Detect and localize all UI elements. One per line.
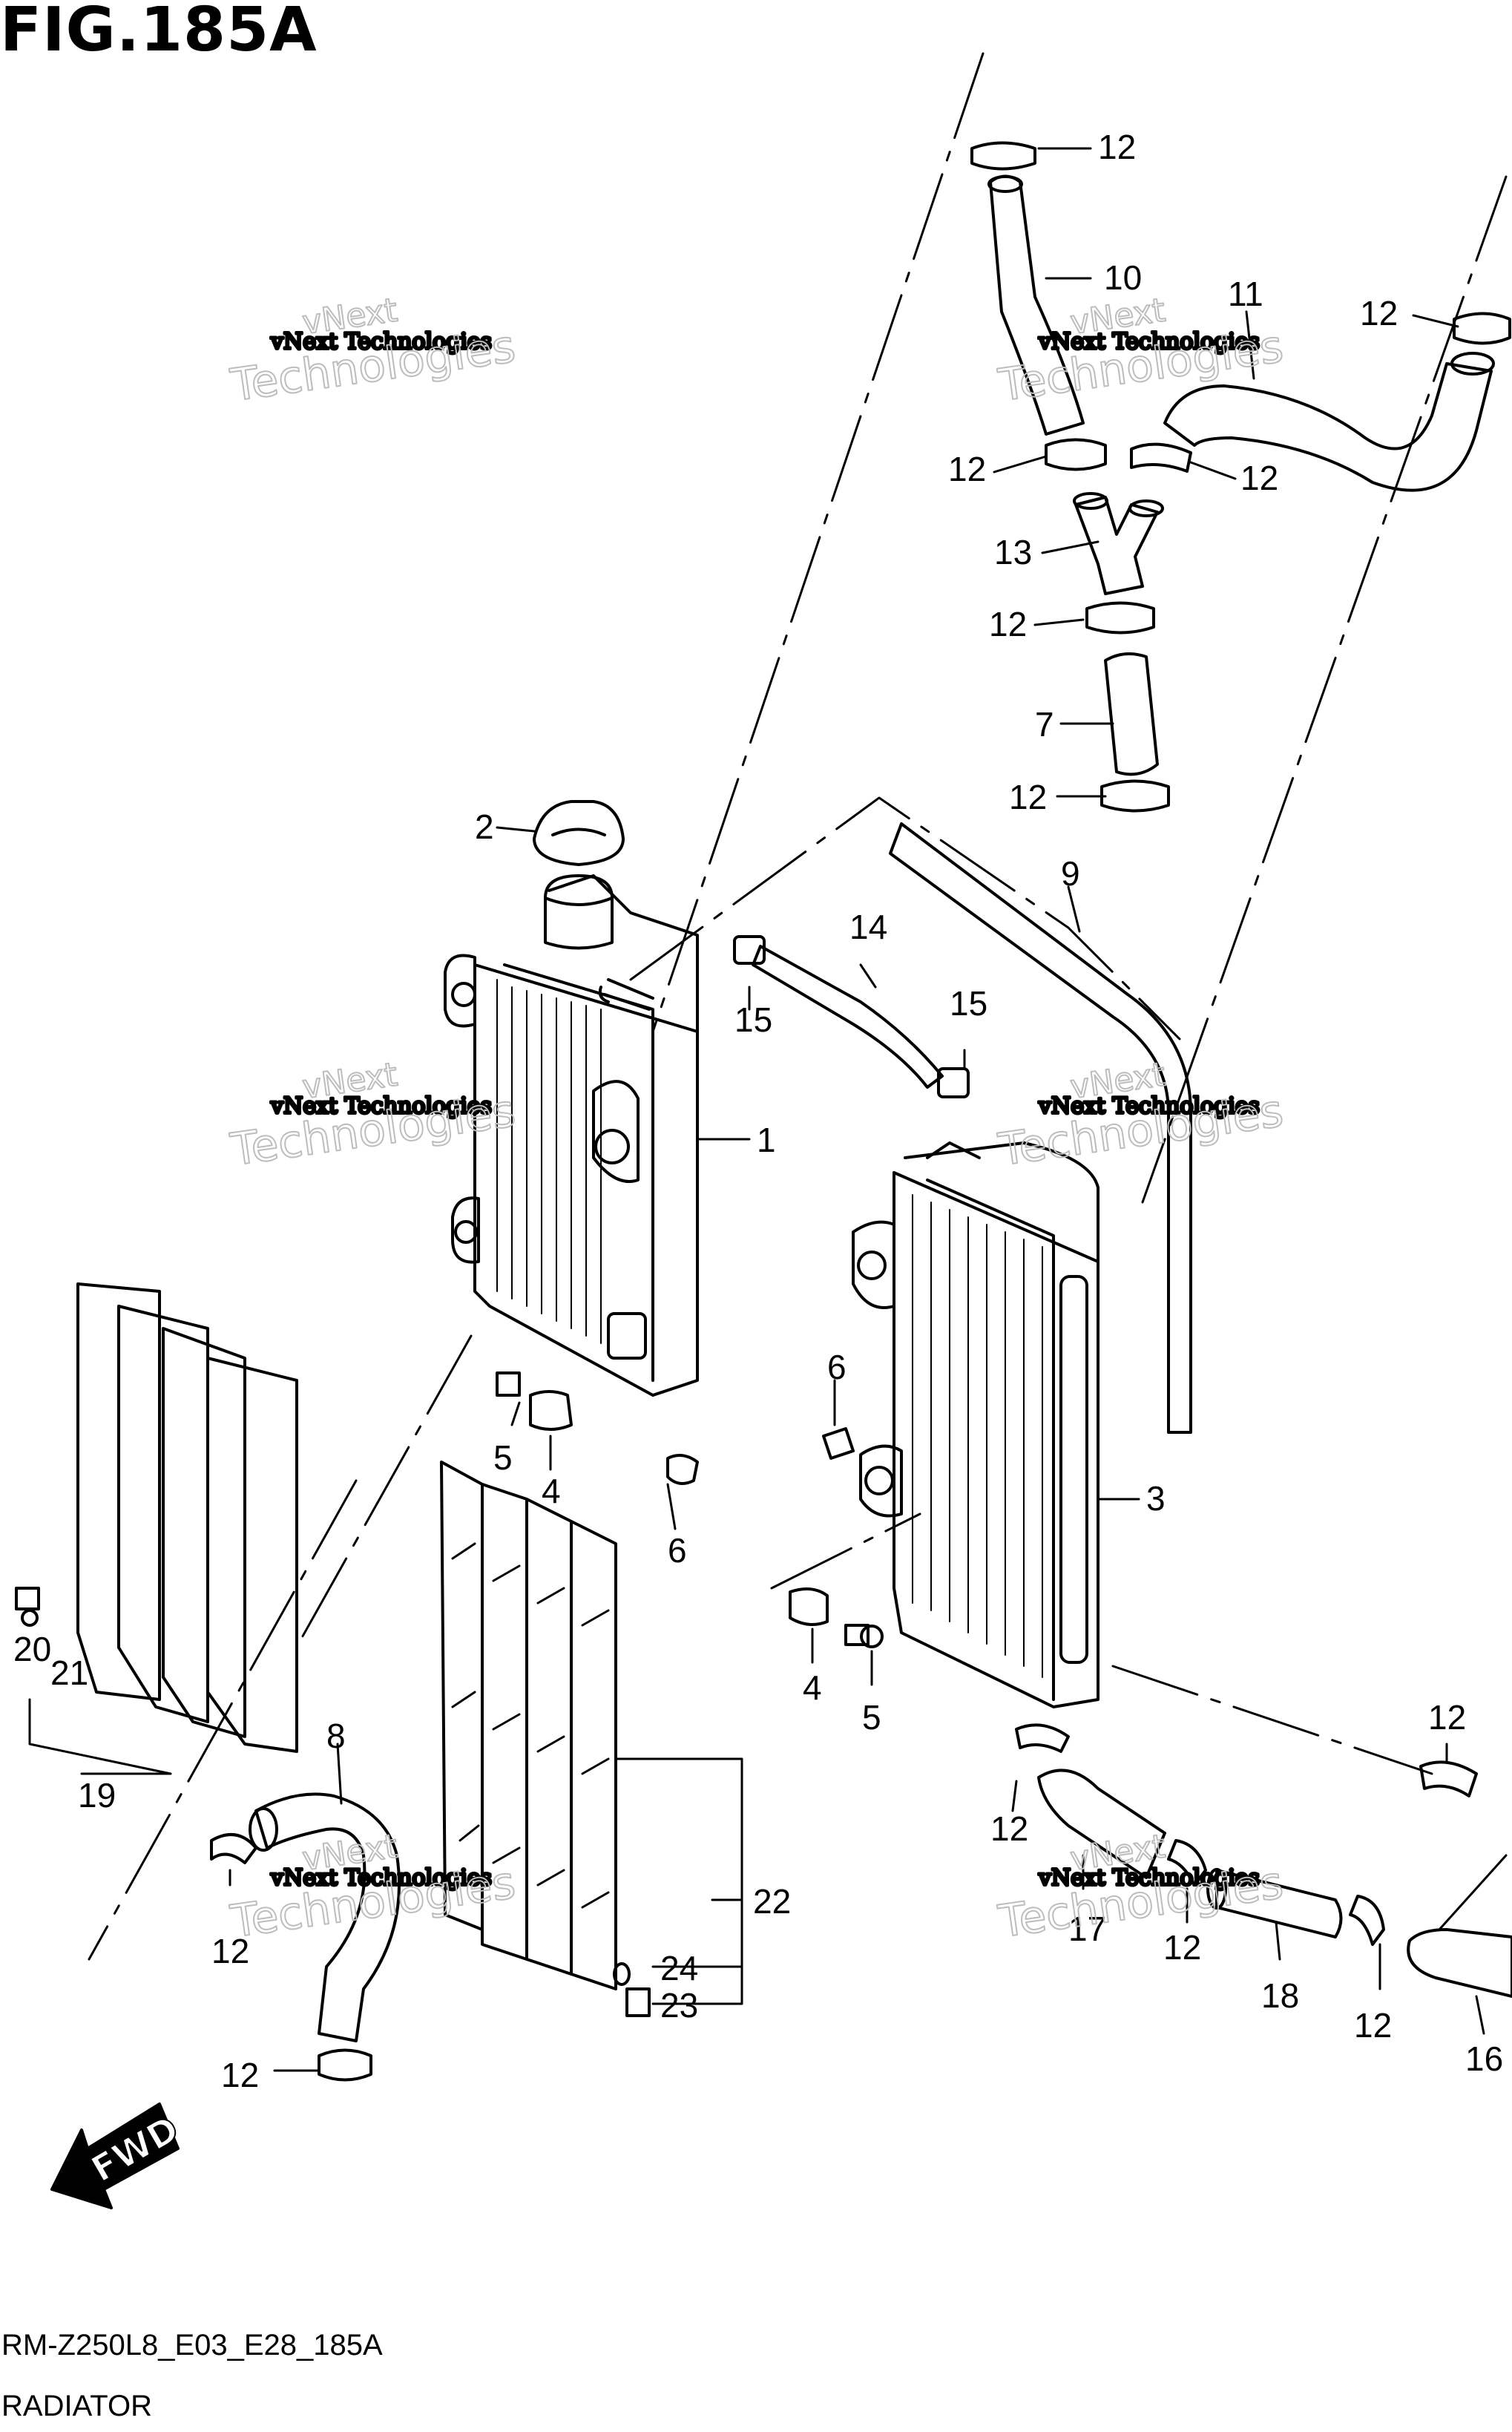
- callout-15: 15: [734, 1000, 772, 1039]
- callout-6: 6: [668, 1531, 687, 1570]
- callout-20: 20: [13, 1630, 51, 1668]
- callout-14: 14: [849, 908, 887, 946]
- callout-12: 12: [1428, 1698, 1466, 1737]
- watermark-text: vNext Technologies: [270, 1865, 492, 1891]
- radiator-left: [444, 874, 699, 1397]
- callout-labels: 12 10 11 12 12 12 13 12 7 12 2 9 14 15 1…: [13, 128, 1503, 2094]
- watermark-text: vNext Technologies: [1038, 1865, 1260, 1891]
- watermarks: vNext Technologies vNext Technologies vN…: [226, 290, 1286, 1948]
- callout-17: 17: [1068, 1910, 1106, 1948]
- small-hose: [733, 935, 970, 1098]
- callout-15: 15: [950, 984, 987, 1023]
- callout-12: 12: [1163, 1928, 1201, 1967]
- callout-12: 12: [989, 605, 1027, 643]
- callout-13: 13: [994, 533, 1032, 571]
- callout-12: 12: [948, 450, 986, 488]
- callout-4: 4: [542, 1472, 561, 1510]
- figure-title: FIG.185A: [0, 0, 318, 65]
- callout-22: 22: [753, 1882, 791, 1921]
- fasteners: [496, 1371, 884, 1648]
- callout-23: 23: [660, 1986, 698, 2025]
- callout-12: 12: [1009, 778, 1047, 816]
- reference-lines: [88, 52, 1508, 1961]
- figure-caption: RADIATOR: [1, 2390, 152, 2422]
- callout-12: 12: [990, 1809, 1028, 1848]
- callout-6: 6: [827, 1348, 847, 1386]
- callout-4: 4: [803, 1668, 822, 1707]
- callout-10: 10: [1104, 258, 1142, 297]
- callout-12: 12: [1098, 128, 1136, 166]
- callout-16: 16: [1465, 2039, 1503, 2078]
- callout-3: 3: [1146, 1479, 1166, 1518]
- radiator-shrouds: [15, 1282, 651, 2017]
- callout-9: 9: [1061, 854, 1080, 893]
- callout-2: 2: [475, 807, 494, 846]
- callout-19: 19: [78, 1776, 116, 1815]
- callout-12: 12: [1354, 2006, 1392, 2045]
- callout-12: 12: [1360, 294, 1398, 332]
- callout-21: 21: [50, 1653, 88, 1692]
- callout-12: 12: [1240, 459, 1278, 497]
- callout-12: 12: [211, 1932, 249, 1970]
- forward-direction-arrow: FWD: [50, 2102, 187, 2209]
- lower-hoses: [210, 1723, 1512, 2082]
- watermark-text: vNext Technologies: [1038, 329, 1260, 355]
- radiator-right: [852, 1141, 1100, 1708]
- callout-5: 5: [862, 1698, 881, 1737]
- upper-hoses: [970, 141, 1511, 813]
- radiator-cap: [533, 800, 625, 866]
- callout-8: 8: [326, 1717, 346, 1755]
- overflow-tube: [889, 822, 1192, 1434]
- callout-11: 11: [1228, 275, 1263, 313]
- callout-12: 12: [221, 2056, 259, 2094]
- watermark-text: vNext Technologies: [270, 329, 492, 355]
- model-code: RM-Z250L8_E03_E28_185A: [1, 2329, 383, 2361]
- callout-18: 18: [1261, 1976, 1299, 2015]
- callout-1: 1: [757, 1121, 776, 1159]
- watermark-text: vNext Technologies: [1038, 1093, 1260, 1119]
- callout-24: 24: [660, 1949, 698, 1987]
- leader-lines: [28, 147, 1485, 2072]
- callout-5: 5: [493, 1438, 513, 1477]
- watermark-text: vNext Technologies: [270, 1093, 492, 1119]
- callout-7: 7: [1035, 705, 1054, 744]
